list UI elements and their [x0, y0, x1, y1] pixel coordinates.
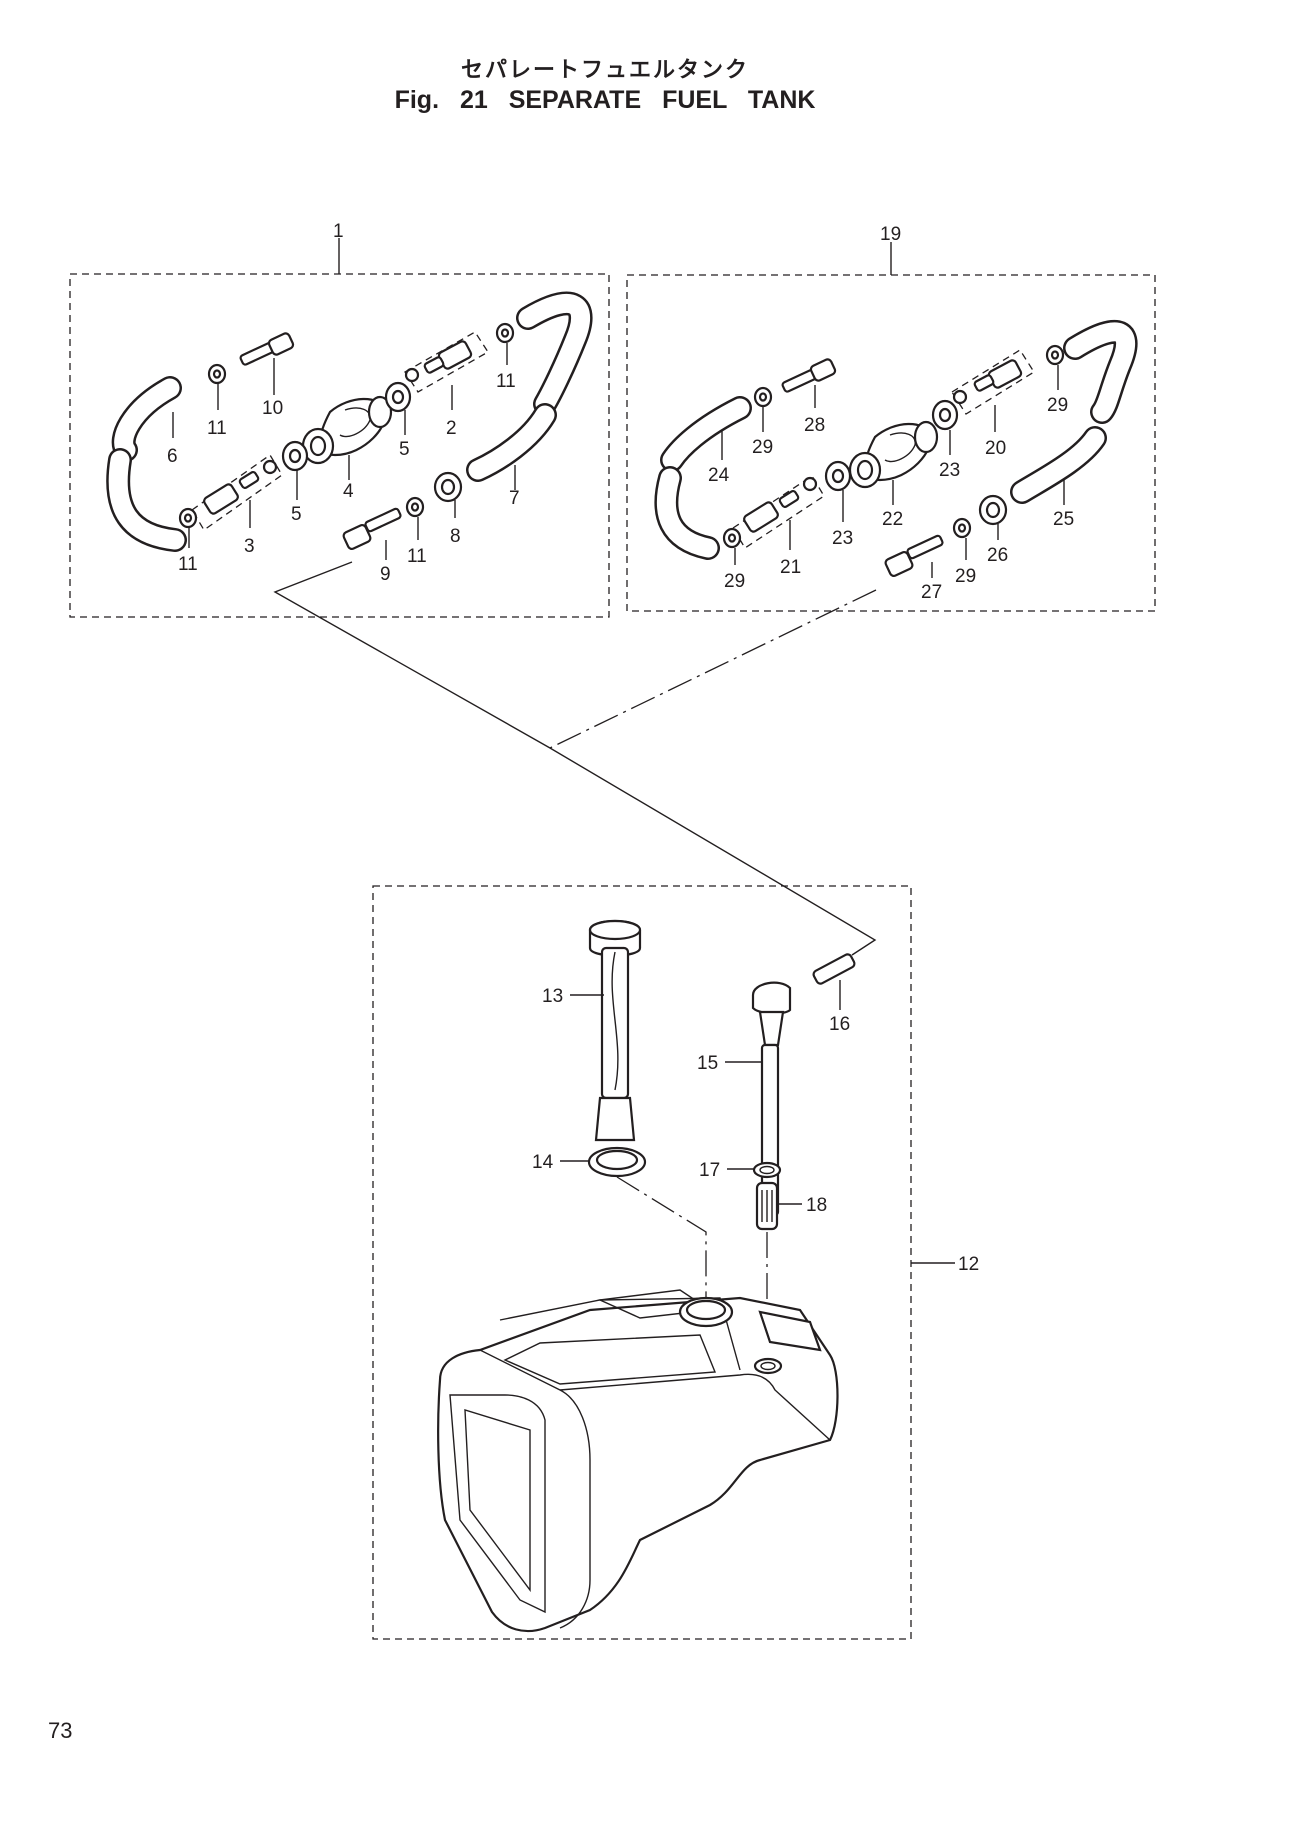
part-labels: 1 2 3 4 5 5 6 7 8 9 10 11 11 11 11 12 13…	[167, 221, 1074, 1275]
label-16: 16	[829, 1014, 850, 1035]
clamp-11-d	[405, 496, 425, 518]
ring-8	[433, 471, 463, 503]
fitting-10	[239, 332, 295, 366]
label-11a: 11	[207, 418, 227, 439]
label-27: 27	[921, 582, 942, 603]
figure-title-english: Fig. 21 SEPARATE FUEL TANK	[394, 86, 816, 114]
pickup-tube-15	[751, 981, 792, 1217]
filter-18	[755, 1181, 779, 1231]
label-29c: 29	[724, 571, 745, 592]
label-28: 28	[804, 415, 825, 436]
tank-outlet-port	[753, 1357, 783, 1375]
label-20: 20	[985, 438, 1006, 459]
hose-6-fill	[114, 378, 180, 460]
clamp-29-d	[952, 517, 972, 539]
ring-5-b	[281, 440, 309, 472]
label-9: 9	[380, 564, 391, 585]
ring-5-a	[384, 381, 412, 413]
label-22: 22	[882, 509, 903, 530]
hose-7-fill	[468, 405, 555, 480]
label-25: 25	[1053, 509, 1074, 530]
primer-bulb-4	[301, 395, 393, 465]
fitting-27	[884, 534, 944, 578]
label-24: 24	[708, 465, 730, 486]
alignment-line-gauge	[616, 1176, 707, 1312]
label-23a: 23	[939, 460, 960, 481]
fuel-gauge-13	[588, 919, 642, 1142]
label-5a: 5	[399, 439, 410, 460]
label-10: 10	[262, 398, 283, 419]
fuel-tank-body	[437, 1289, 839, 1633]
label-7: 7	[509, 488, 520, 509]
clamp-29-b	[1045, 344, 1065, 366]
connector-2	[404, 331, 489, 393]
hose-assembly-19	[626, 242, 1156, 612]
primer-bulb-22	[848, 420, 939, 489]
connection-line-hose1-to-tank	[273, 561, 877, 956]
label-4: 4	[343, 481, 354, 502]
label-19: 19	[880, 224, 901, 245]
label-3: 3	[244, 536, 255, 557]
ring-23-a	[931, 399, 959, 431]
label-17: 17	[699, 1160, 720, 1181]
label-1: 1	[333, 221, 344, 242]
label-11b: 11	[496, 371, 516, 392]
label-11d: 11	[407, 546, 427, 567]
connection-line-hose19-to-tank	[549, 589, 877, 749]
fuel-tank-assembly-12	[372, 885, 955, 1640]
connector-20	[951, 349, 1035, 415]
gasket-14	[587, 1146, 647, 1178]
label-15: 15	[697, 1053, 718, 1074]
connector-3	[191, 454, 283, 531]
label-12: 12	[958, 1254, 979, 1275]
label-29d: 29	[955, 566, 976, 587]
ring-23-b	[824, 460, 852, 492]
label-29a: 29	[752, 437, 773, 458]
label-2: 2	[446, 418, 457, 439]
label-8: 8	[450, 526, 461, 547]
clamp-29-c	[722, 527, 742, 549]
fitting-28	[781, 358, 837, 393]
label-29b: 29	[1047, 395, 1068, 416]
label-18: 18	[806, 1195, 827, 1216]
hose-top-fill	[518, 293, 591, 414]
figure-title-japanese: セパレートフュエルタンク	[460, 58, 749, 83]
label-13: 13	[542, 986, 563, 1007]
label-21: 21	[780, 557, 801, 578]
label-14: 14	[532, 1152, 554, 1173]
clamp-11-b	[495, 322, 515, 344]
elbow-fitting-16	[812, 953, 856, 985]
o-ring-17	[752, 1161, 782, 1179]
clamp-11-c	[178, 507, 198, 529]
connector-21	[732, 475, 825, 549]
label-23b: 23	[832, 528, 853, 549]
label-26: 26	[987, 545, 1008, 566]
tank-filler-neck	[678, 1296, 734, 1328]
hose-6b-fill	[108, 450, 185, 550]
page-number: 73	[48, 1718, 73, 1743]
clamp-11-a	[207, 363, 227, 385]
label-5b: 5	[291, 504, 302, 525]
label-11c: 11	[178, 554, 198, 575]
clamp-29-a	[753, 386, 773, 408]
label-6: 6	[167, 446, 178, 467]
ring-26	[978, 494, 1008, 526]
hose-assembly-1	[69, 238, 610, 618]
fitting-9	[342, 507, 402, 551]
